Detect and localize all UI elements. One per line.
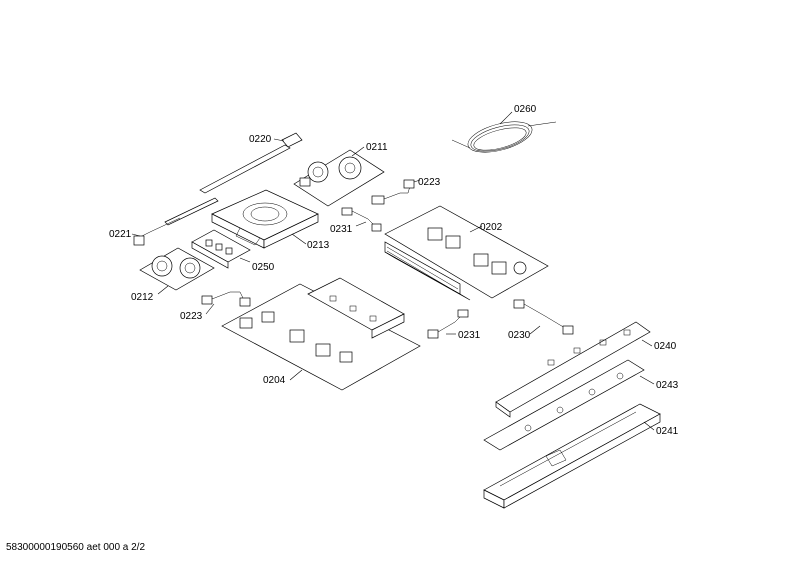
- part-0202-power-board[interactable]: [384, 205, 549, 301]
- label-0250: 0250: [252, 262, 275, 273]
- part-0260-cable[interactable]: [451, 111, 557, 158]
- label-0241: 0241: [656, 426, 679, 437]
- part-0230-cable[interactable]: [513, 299, 574, 335]
- label-0231-bottom: 0231: [458, 330, 481, 341]
- part-0231-cable-bottom[interactable]: [427, 309, 469, 339]
- part-0240-touch-board[interactable]: [495, 321, 653, 418]
- part-0223-cable-top[interactable]: [371, 179, 421, 205]
- part-0213-coil-plate[interactable]: [211, 189, 319, 249]
- label-0230: 0230: [508, 330, 531, 341]
- label-0220: 0220: [249, 134, 272, 145]
- label-0212: 0212: [131, 292, 154, 303]
- document-footer-id: 58300000190560 aet 000 a 2/2: [6, 542, 146, 553]
- part-0250-small-board[interactable]: [191, 229, 251, 269]
- part-0220-bar[interactable]: [164, 132, 303, 226]
- label-0240: 0240: [654, 341, 677, 352]
- label-0204: 0204: [263, 375, 286, 386]
- label-0202: 0202: [480, 222, 503, 233]
- part-0212-filter-board[interactable]: [139, 247, 215, 295]
- part-0241-frame[interactable]: [483, 403, 661, 509]
- label-0260: 0260: [514, 104, 537, 115]
- part-0223-cable-bottom[interactable]: [201, 291, 251, 315]
- label-0221: 0221: [109, 229, 132, 240]
- label-0211: 0211: [366, 142, 388, 153]
- label-0223-top: 0223: [418, 177, 441, 188]
- part-0243-sensor-layer[interactable]: [483, 359, 655, 451]
- label-0243: 0243: [656, 380, 679, 391]
- label-0223-bottom: 0223: [180, 311, 203, 322]
- part-0211-filter-board[interactable]: [293, 146, 385, 207]
- part-0221-cable[interactable]: [131, 217, 181, 246]
- label-0213: 0213: [307, 240, 330, 251]
- part-0231-cable-top[interactable]: [341, 207, 382, 232]
- part-0204-main-board[interactable]: [221, 277, 421, 391]
- label-0231-top: 0231: [330, 224, 353, 235]
